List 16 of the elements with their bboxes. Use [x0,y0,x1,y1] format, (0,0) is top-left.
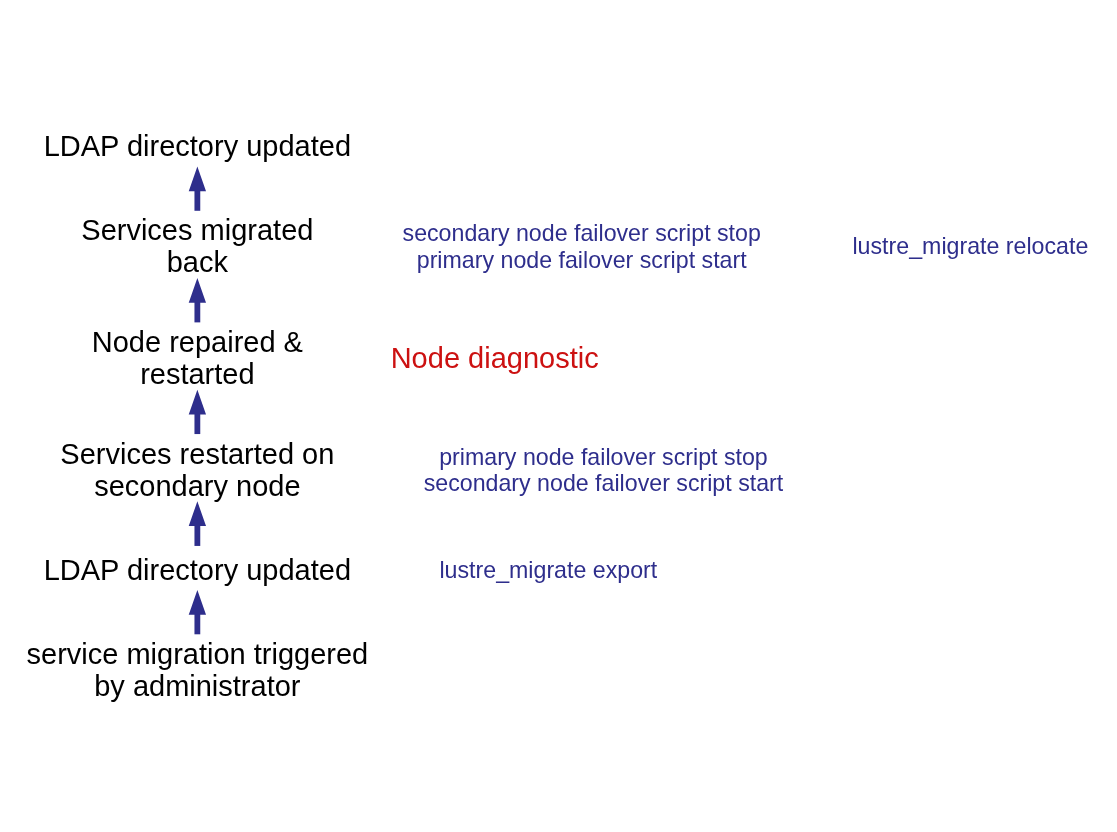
node-text: LDAP directory updated [43,553,352,586]
node-text: LDAP directory updated [43,129,352,162]
arrow [188,166,206,211]
label: primary node failover script stop secondary node failover script start [423,443,784,496]
arrow [188,500,206,546]
node-text: Node repaired & restarted [91,325,303,390]
node-text: Services migrated back [81,213,314,278]
node-text: service migration triggered by administrator [26,637,369,702]
label: lustre_migrate relocate [852,232,1089,259]
label: secondary node failover script stop primary node failover script start [402,219,761,273]
label: lustre_migrate export [439,556,658,583]
arrow [188,389,206,434]
arrow [188,277,206,322]
node-text: Services restarted on secondary node [60,437,335,502]
arrow [188,589,206,634]
label: Node diagnostic [390,341,599,374]
